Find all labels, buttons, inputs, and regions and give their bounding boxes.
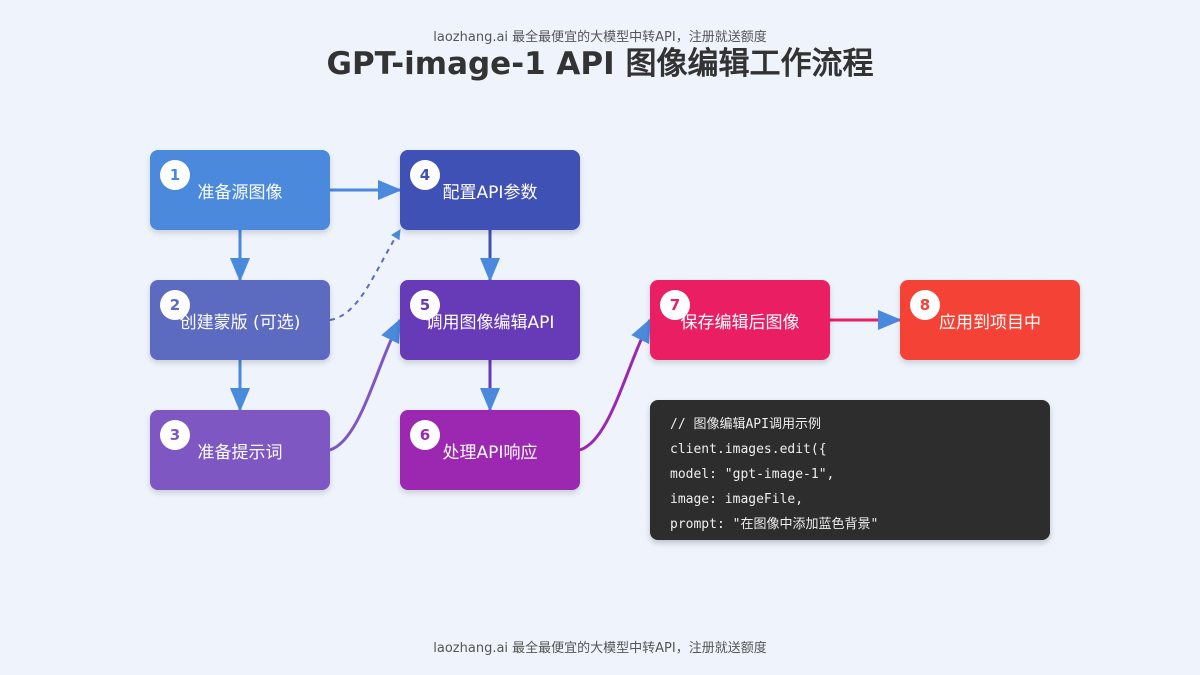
arrow-2-to-4-dashed	[329, 229, 401, 321]
step-number-badge: 7	[660, 290, 690, 320]
step-label: 创建蒙版 (可选)	[179, 313, 301, 333]
arrow-3-to-5	[329, 318, 402, 452]
step-4-configure-api: 4 配置API参数	[400, 150, 580, 230]
step-label: 应用到项目中	[939, 313, 1041, 333]
step-label: 处理API响应	[442, 443, 538, 463]
footer-note: laozhang.ai 最全最便宜的大模型中转API，注册就送额度	[433, 641, 767, 656]
code-line: client.images.edit({	[670, 442, 827, 457]
step-number-badge: 3	[160, 420, 190, 450]
step-7-save-image: 7 保存编辑后图像	[650, 280, 830, 360]
step-label: 配置API参数	[442, 183, 538, 203]
code-line: image: imageFile,	[670, 492, 804, 507]
step-label: 准备提示词	[197, 443, 283, 463]
page-title: GPT-image-1 API 图像编辑工作流程	[326, 46, 874, 82]
step-5-call-edit-api: 5 调用图像编辑API	[400, 280, 580, 360]
step-label: 准备源图像	[197, 183, 283, 203]
step-label: 保存编辑后图像	[680, 313, 800, 333]
code-line: prompt: "在图像中添加蓝色背景"	[670, 517, 879, 532]
code-line: model: "gpt-image-1",	[670, 467, 835, 482]
header-note: laozhang.ai 最全最便宜的大模型中转API，注册就送额度	[433, 30, 767, 45]
code-example-block: // 图像编辑API调用示例 client.images.edit({ mode…	[650, 400, 1050, 540]
step-number-badge: 1	[160, 160, 190, 190]
step-label: 调用图像编辑API	[425, 313, 555, 333]
step-number-badge: 4	[410, 160, 440, 190]
step-2-create-mask: 2 创建蒙版 (可选)	[150, 280, 330, 360]
step-3-prepare-prompt: 3 准备提示词	[150, 410, 330, 490]
step-number-badge: 6	[410, 420, 440, 450]
step-number-badge: 2	[160, 290, 190, 320]
step-6-handle-response: 6 处理API响应	[400, 410, 580, 490]
step-number-badge: 8	[910, 290, 940, 320]
step-number-badge: 5	[410, 290, 440, 320]
arrow-6-to-7	[579, 318, 652, 452]
step-8-apply-to-project: 8 应用到项目中	[900, 280, 1080, 360]
code-line: // 图像编辑API调用示例	[670, 417, 821, 432]
step-1-prepare-source-image: 1 准备源图像	[150, 150, 330, 230]
